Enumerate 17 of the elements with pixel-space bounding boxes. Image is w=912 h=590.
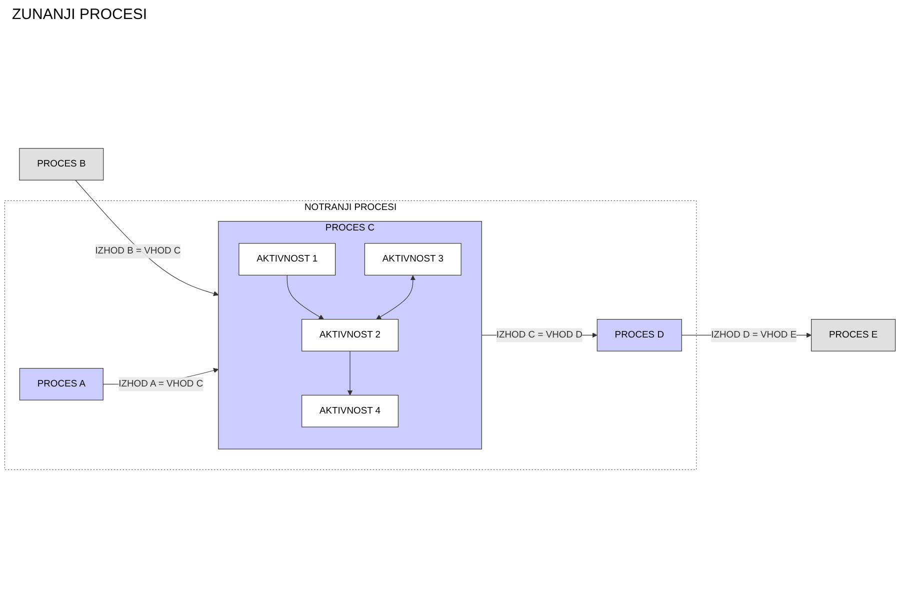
arrow — [75, 180, 219, 296]
node-box: AKTIVNOST 3 — [364, 243, 462, 276]
arrow — [347, 350, 353, 396]
arrow — [376, 275, 416, 320]
edge-label: IZHOD A = VHOD C — [118, 378, 204, 389]
node-box: AKTIVNOST 2 — [302, 319, 398, 352]
node-box: PROCES B — [19, 148, 104, 180]
node-box: PROCES A — [19, 368, 104, 400]
edge-label: IZHOD B = VHOD C — [95, 246, 181, 256]
edge-label: IZHOD D = VHOD E — [711, 330, 797, 340]
arrow — [286, 274, 324, 320]
heading-text: ZUNANJI PROCESI — [12, 6, 148, 23]
edge-label: IZHOD C = VHOD D — [496, 330, 582, 340]
node-box: PROCES E — [811, 319, 896, 352]
node-box: AKTIVNOST 1 — [238, 243, 336, 276]
node-box: AKTIVNOST 4 — [302, 394, 398, 428]
node-box: PROCES D — [596, 319, 682, 352]
